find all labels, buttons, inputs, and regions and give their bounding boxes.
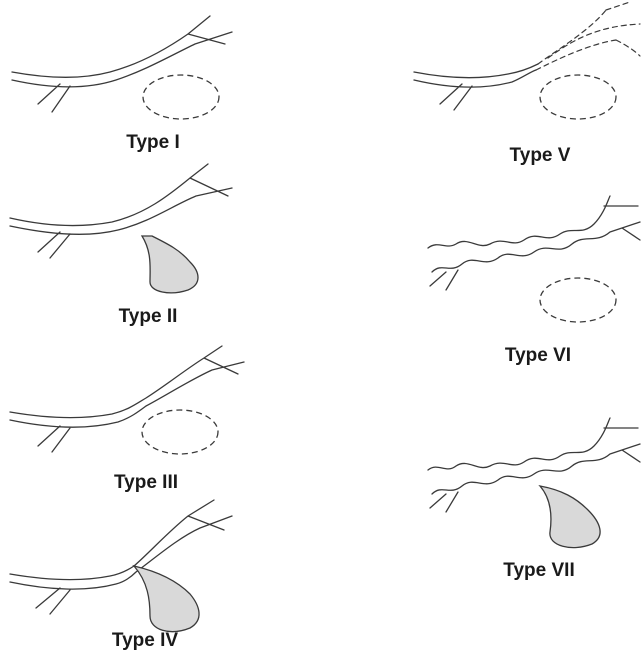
- type-7-duct: [428, 418, 640, 512]
- type-2-sac: [142, 236, 198, 293]
- type-2-label: Type II: [119, 306, 178, 328]
- type-4-duct: [10, 500, 232, 614]
- type-7-illustration: [428, 418, 640, 548]
- type-6-illustration: [428, 196, 640, 322]
- type-6-dashed-outline: [540, 278, 616, 322]
- type-4-illustration: [10, 500, 232, 632]
- type-4-label: Type IV: [112, 630, 178, 652]
- type-7-sac: [540, 486, 600, 548]
- type-3-duct: [10, 346, 244, 452]
- type-1-illustration: [12, 16, 232, 119]
- type-5-illustration: [414, 2, 640, 119]
- type-6-duct: [428, 196, 640, 290]
- type-6-label: Type VI: [505, 345, 571, 367]
- type-5-duct: [414, 64, 538, 110]
- type-1-label: Type I: [126, 132, 180, 154]
- type-4-sac: [134, 566, 199, 632]
- type-5-label: Type V: [510, 145, 571, 167]
- type-3-label: Type III: [114, 472, 178, 494]
- type-1-duct: [12, 16, 232, 112]
- type-1-dashed-outline: [143, 75, 219, 119]
- type-5-dashed-outline: [540, 75, 616, 119]
- type-5-dashed-branches: [536, 2, 640, 70]
- type-7-label: Type VII: [503, 560, 574, 582]
- type-2-illustration: [10, 164, 232, 293]
- type-3-dashed-outline: [142, 410, 218, 454]
- type-3-illustration: [10, 346, 244, 454]
- type-2-duct: [10, 164, 232, 258]
